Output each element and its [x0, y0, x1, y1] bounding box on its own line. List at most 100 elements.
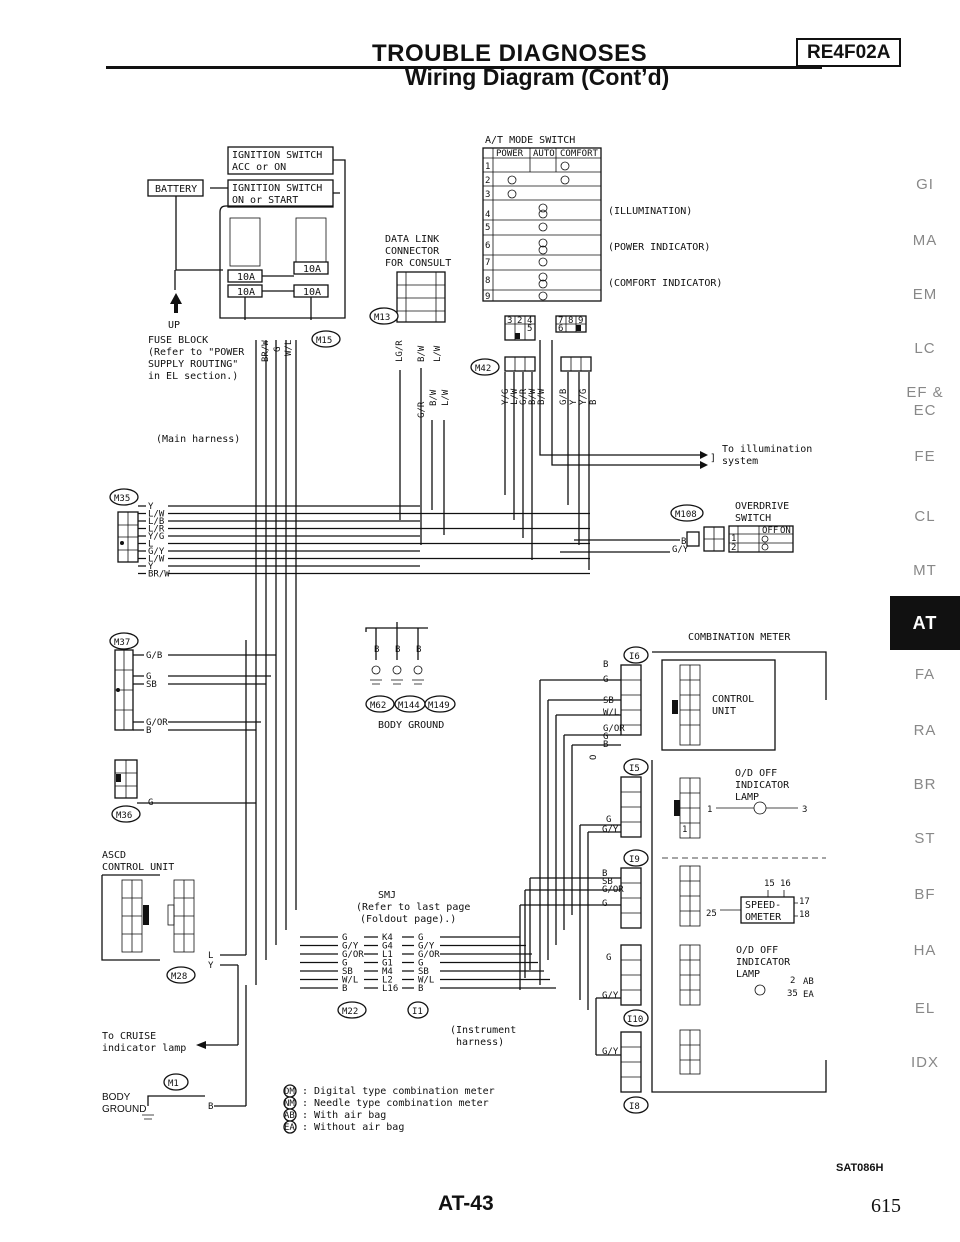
comfort-ind-label: (COMFORT INDICATOR): [608, 278, 722, 289]
m42-pin-7: 7: [558, 316, 563, 326]
section-tab-bf[interactable]: BF: [914, 886, 936, 903]
m42-wire-7: Y/G: [579, 389, 589, 405]
od-col-off: OFF: [762, 526, 778, 536]
section-tab-ra[interactable]: RA: [913, 722, 937, 739]
section-tab-mt[interactable]: MT: [913, 562, 937, 579]
smj-mid-5: L2: [382, 976, 393, 986]
section-tab-gi[interactable]: GI: [916, 176, 934, 193]
dlc-wire-1: LG/R: [395, 340, 405, 362]
body-ground-m1: M1 BODY GROUND B: [102, 985, 247, 1120]
section-tab-lc[interactable]: LC: [914, 340, 936, 357]
conn-m35: M35: [114, 494, 130, 504]
instrument-line2: harness): [456, 1037, 504, 1048]
smj-junction: SMJ (Refer to last page (Foldout page).)…: [300, 890, 556, 1048]
m35-wire-7: L/W: [148, 555, 165, 565]
ascd-line2: CONTROL UNIT: [102, 862, 174, 873]
m42-pin-2: 2: [517, 316, 522, 326]
m37-wire-2: SB: [146, 680, 157, 690]
comb-meter-title: COMBINATION METER: [688, 632, 791, 643]
page-subtitle: Wiring Diagram (Cont’d): [405, 64, 670, 90]
m37-wire-1: G: [146, 672, 151, 682]
dlc-wire-3: L/W: [433, 345, 443, 362]
i8-wire-gy: G/Y: [602, 1047, 619, 1057]
fuse-block: 10A 10A 10A 10A: [174, 159, 346, 320]
od-row-1: 1: [731, 534, 736, 544]
section-tab-ef[interactable]: EF &: [906, 384, 944, 401]
m35-wire-3: L/R: [148, 525, 165, 535]
conn-m37: M37: [114, 638, 130, 648]
smj-line3: (Foldout page).): [360, 914, 456, 925]
smj-mid-2: L1: [382, 950, 393, 960]
conn-i5: I5: [629, 764, 640, 774]
dlc-wire-2: B/W: [417, 345, 427, 362]
m35-wire-5: L: [148, 540, 153, 550]
meter-pin-35: 35: [787, 989, 798, 999]
m37-wire-3: G/OR: [146, 718, 168, 728]
section-tab-ma[interactable]: MA: [912, 232, 938, 249]
section-tab-br[interactable]: BR: [913, 776, 937, 793]
mode-col-comfort: COMFORT: [560, 149, 599, 159]
illum-label: (ILLUMINATION): [608, 206, 692, 217]
section-tab-at[interactable]: AT: [890, 596, 960, 650]
section-tab-ha[interactable]: HA: [913, 942, 937, 959]
meter-pin-16: 16: [780, 879, 791, 889]
section-tab-fe[interactable]: FE: [914, 448, 936, 465]
battery-label: BATTERY: [155, 184, 197, 195]
m36-connector: M36 G: [111, 759, 256, 823]
dlc-wire-4: G/R: [417, 401, 427, 418]
fuse-10a-3: 10A: [303, 264, 321, 275]
smj-left-2: G/OR: [342, 950, 364, 960]
od-lamp2-line3: LAMP: [736, 969, 760, 980]
meter-tag-ea: EA: [803, 990, 814, 1000]
bg-line2: GROUND: [102, 1104, 146, 1115]
section-tab-em[interactable]: EM: [912, 286, 938, 303]
at-mode-title: A/T MODE SWITCH: [485, 135, 575, 146]
m35-wire-9: BR/W: [148, 570, 170, 580]
mode-col-auto: AUTO: [533, 149, 555, 159]
i6-wire-2: SB: [603, 696, 614, 706]
section-tab-el[interactable]: EL: [914, 1000, 936, 1017]
smj-right-0: G: [418, 933, 423, 943]
smj-mid-6: L16: [382, 984, 398, 994]
conn-m1: M1: [168, 1079, 179, 1089]
smj-mid-1: G4: [382, 942, 393, 952]
dlc-wire-6: L/W: [441, 389, 451, 406]
body-ground-block: B B B M62 M144 M149 BODY GROUND: [365, 622, 456, 731]
meter-pin-17: 17: [799, 897, 810, 907]
m37-wire-0: G/B: [146, 651, 162, 661]
fuse-block-line4: in EL section.): [148, 371, 238, 382]
section-tab-cl[interactable]: CL: [914, 508, 936, 525]
section-tab-fa[interactable]: FA: [914, 666, 936, 683]
main-harness-label: (Main harness): [156, 434, 240, 445]
i10-wire-gy: G/Y: [602, 991, 619, 1001]
section-tab-ec[interactable]: EC: [913, 402, 937, 419]
section-tab-st[interactable]: ST: [914, 830, 936, 847]
conn-m42: M42: [475, 364, 491, 374]
cruise-line1: To CRUISE: [102, 1031, 156, 1042]
section-tab-idx[interactable]: IDX: [910, 1054, 939, 1071]
m42-wire-4: B/W: [537, 388, 547, 405]
od-col-on: ON: [780, 526, 791, 536]
smj-left-3: G: [342, 959, 347, 969]
i9-wire-0: B: [602, 869, 607, 879]
meter-pin-18: 18: [799, 910, 810, 920]
dlc-wire-5: B/W: [429, 389, 439, 406]
conn-i6: I6: [629, 652, 640, 662]
smj-title: SMJ: [378, 890, 396, 901]
meter-pin-25: 25: [706, 909, 717, 919]
ascd-control-unit: ASCD CONTROL UNIT L Y M28: [101, 640, 247, 1045]
cruise-indicator: To CRUISE indicator lamp: [102, 1031, 238, 1054]
ground-b-1: B: [374, 645, 379, 655]
up-label: UP: [168, 320, 180, 331]
fuse-10a-4: 10A: [303, 287, 321, 298]
fuse-block-line2: (Refer to "POWER: [148, 347, 245, 358]
body-ground-label: BODY GROUND: [378, 720, 444, 731]
power-ind-label: (POWER INDICATOR): [608, 242, 710, 253]
i9-wire-3: G: [602, 899, 607, 909]
i6-wire-0: B: [603, 660, 608, 670]
m35-wire-6: G/Y: [148, 547, 165, 557]
legend-code-0: DM: [284, 1087, 295, 1097]
od-wire-gy: G/Y: [672, 545, 689, 555]
page-number: 615: [871, 1195, 901, 1217]
